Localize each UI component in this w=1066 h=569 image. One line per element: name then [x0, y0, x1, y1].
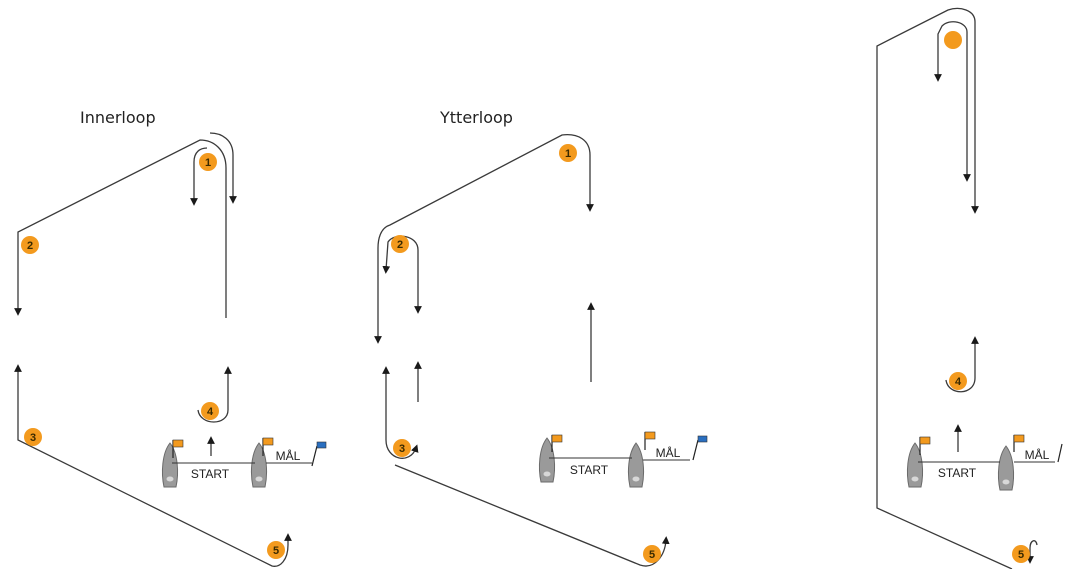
course-route	[382, 235, 422, 314]
svg-text:5: 5	[649, 549, 655, 561]
course-route	[374, 134, 594, 344]
svg-text:5: 5	[1018, 549, 1024, 561]
svg-text:4: 4	[207, 406, 214, 418]
course-route	[394, 464, 670, 567]
mark-5: 5	[643, 545, 661, 563]
innerloop-diagram: Innerloop 1 2 3 4 5 START MÅL	[14, 108, 327, 567]
svg-text:3: 3	[399, 443, 405, 455]
start-flag-icon	[262, 437, 274, 456]
mark-2: 2	[21, 236, 39, 254]
svg-text:3: 3	[30, 432, 36, 444]
mark-3: 3	[24, 428, 42, 446]
course-route	[382, 366, 419, 459]
start-flag-icon	[172, 439, 184, 458]
start-finish-area: START MÅL	[538, 431, 708, 488]
mark-2: 2	[391, 235, 409, 253]
start-flag-icon	[1013, 434, 1025, 452]
mark-4: 4	[201, 402, 219, 420]
start-flag-icon	[551, 434, 563, 452]
start-label: START	[938, 466, 977, 480]
start-label: START	[570, 463, 609, 477]
svg-text:1: 1	[205, 157, 211, 169]
finish-boat-icon	[997, 445, 1015, 491]
svg-text:2: 2	[27, 240, 33, 252]
svg-text:4: 4	[955, 376, 962, 388]
mark-5: 5	[267, 541, 285, 559]
start-finish-area: START MÅL	[906, 434, 1063, 491]
finish-label: MÅL	[1025, 447, 1050, 462]
ytterloop-diagram: Ytterloop 1 2 3 5 START MÅL	[374, 108, 708, 567]
course-route	[197, 366, 232, 423]
mark-1	[944, 31, 962, 49]
diagram-title: Ytterloop	[439, 108, 513, 127]
finish-flag-icon	[1057, 443, 1063, 463]
finish-boat-icon	[250, 442, 268, 488]
diagram-title: Innerloop	[80, 108, 156, 127]
svg-text:1: 1	[565, 148, 571, 160]
svg-text:2: 2	[397, 239, 403, 251]
start-flag-icon	[644, 431, 656, 450]
course-route	[876, 7, 1013, 569]
finish-label: MÅL	[656, 445, 681, 460]
start-label: START	[191, 467, 230, 481]
mark-1: 1	[559, 144, 577, 162]
finish-flag-icon	[311, 441, 327, 467]
mark-3: 3	[393, 439, 411, 457]
course-route	[945, 336, 979, 393]
course-route	[14, 139, 227, 318]
finish-boat-icon	[627, 442, 645, 488]
course-route	[190, 147, 208, 206]
svg-text:5: 5	[273, 545, 279, 557]
course-route	[14, 364, 292, 567]
course-route	[209, 132, 237, 204]
finish-label: MÅL	[276, 448, 301, 463]
start-flag-icon	[919, 436, 931, 455]
course-route	[1026, 540, 1038, 564]
mark-4: 4	[949, 372, 967, 390]
start-finish-area: START MÅL	[161, 437, 327, 488]
long-course-diagram: 4 5 START MÅL	[876, 7, 1063, 569]
committee-boat-icon	[161, 442, 179, 488]
course-route	[934, 21, 971, 182]
mark-5: 5	[1012, 545, 1030, 563]
mark-1: 1	[199, 153, 217, 171]
finish-flag-icon	[692, 435, 708, 461]
